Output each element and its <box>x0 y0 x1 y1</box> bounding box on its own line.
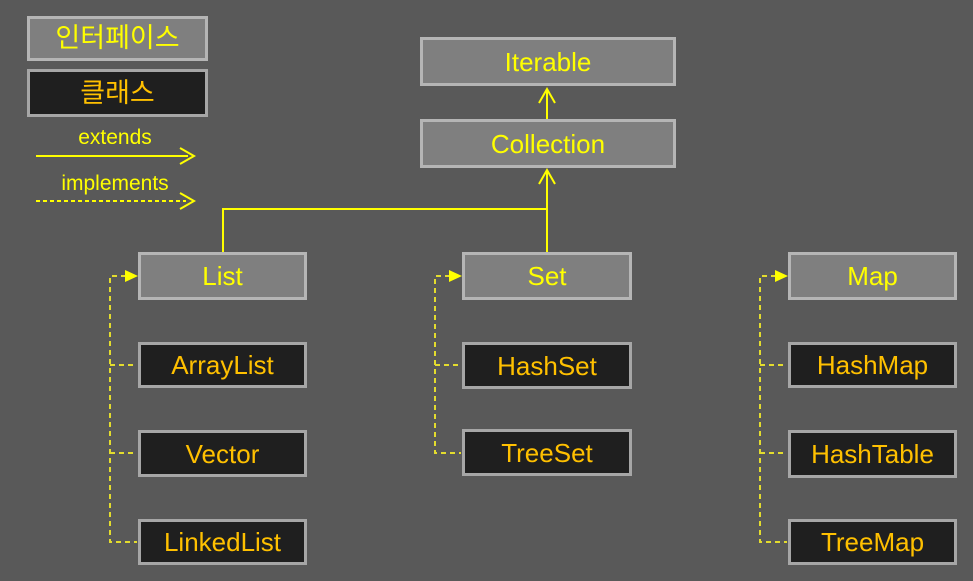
treeset-class-box: TreeSet <box>462 429 632 476</box>
implements-connector-list-column <box>109 270 138 543</box>
implements-arrowhead-list <box>125 270 138 282</box>
legend-extends-label: extends <box>78 126 152 149</box>
collection-interface-box: Collection <box>420 119 676 168</box>
treemap-class-box: TreeMap <box>788 519 957 565</box>
legend-interface-box: 인터페이스 <box>27 16 208 61</box>
implements-connector-map-column <box>759 270 788 543</box>
hashtable-class-box: HashTable <box>788 430 957 478</box>
implements-connector-set-column <box>434 270 462 454</box>
list-interface-box: List <box>138 252 307 300</box>
legend-extends-arrow <box>36 147 197 165</box>
hashset-class-box: HashSet <box>462 342 632 389</box>
legend-implements-label: implements <box>61 172 169 195</box>
implements-arrowhead-map <box>775 270 788 282</box>
implements-arrowhead-set <box>449 270 462 282</box>
linkedlist-class-box: LinkedList <box>138 519 307 565</box>
extends-connector-collection-to-iterable <box>538 86 556 119</box>
arraylist-class-box: ArrayList <box>138 342 307 388</box>
hashmap-class-box: HashMap <box>788 342 957 388</box>
legend-class-box: 클래스 <box>27 69 208 117</box>
extends-connector-list-set-to-collection <box>222 167 556 252</box>
set-interface-box: Set <box>462 252 632 300</box>
vector-class-box: Vector <box>138 430 307 477</box>
iterable-interface-box: Iterable <box>420 37 676 86</box>
map-interface-box: Map <box>788 252 957 300</box>
legend-implements-arrow <box>36 192 197 210</box>
